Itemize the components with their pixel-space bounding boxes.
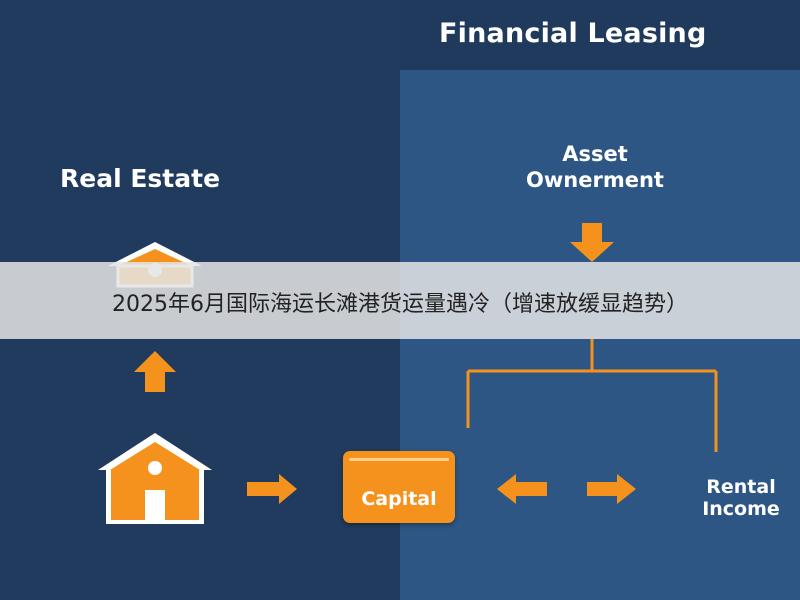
- arrow-right-icon: [587, 474, 636, 504]
- rental-income-label: Rental Income: [702, 476, 780, 520]
- capital-box: Capital: [343, 451, 455, 523]
- arrow-down-icon: [570, 223, 614, 262]
- asset-ownerment-label: Asset Ownerment: [526, 142, 664, 192]
- branch-connector: [466, 339, 718, 452]
- caption-banner: 2025年6月国际海运长滩港货运量遇冷（增速放缓显趋势）: [0, 262, 800, 339]
- financial-leasing-title: Financial Leasing: [439, 18, 707, 49]
- arrow-left-icon: [497, 474, 547, 504]
- arrow-right-icon: [247, 474, 297, 504]
- house-icon: [98, 433, 212, 524]
- real-estate-title: Real Estate: [60, 164, 221, 193]
- arrow-up-icon: [134, 351, 176, 392]
- caption-text: 2025年6月国际海运长滩港货运量遇冷（增速放缓显趋势）: [112, 292, 688, 317]
- capital-label: Capital: [361, 488, 437, 510]
